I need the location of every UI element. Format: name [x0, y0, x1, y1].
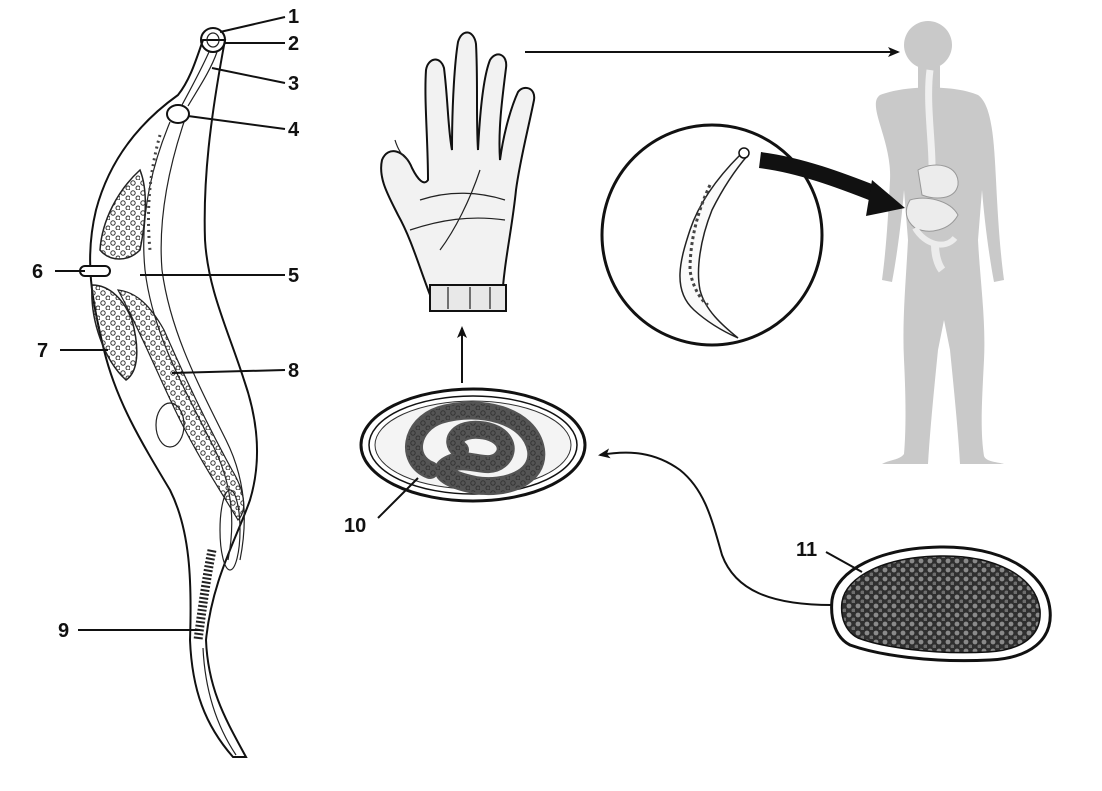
esophagus-organ [929, 70, 932, 165]
human-body [876, 88, 1004, 465]
hand-illustration [381, 32, 534, 311]
palm [381, 32, 534, 300]
label-3: 3 [288, 73, 299, 95]
stomach [918, 165, 958, 198]
label-4: 4 [288, 119, 300, 141]
wrist [430, 285, 506, 311]
label-7: 7 [37, 340, 48, 362]
label-10: 10 [344, 515, 366, 537]
rectum [198, 550, 212, 640]
magnified-worm-inset [602, 125, 905, 345]
label-6: 6 [32, 261, 43, 283]
label-1: 1 [288, 6, 299, 28]
label-8: 8 [288, 360, 299, 382]
label-5: 5 [288, 265, 299, 287]
worm-illustration [80, 28, 257, 757]
anterior-uterus [100, 170, 145, 259]
egg11-content [842, 556, 1041, 653]
label-9: 9 [58, 620, 69, 642]
human-head [904, 21, 952, 69]
label-2: 2 [288, 33, 299, 55]
arrow-egg11-to-egg10 [600, 453, 832, 605]
unembryonated-egg [832, 547, 1051, 661]
embryonated-egg [361, 389, 585, 501]
human-silhouette [876, 21, 1004, 464]
label-11: 11 [796, 539, 817, 561]
esophageal-bulb [167, 105, 189, 123]
